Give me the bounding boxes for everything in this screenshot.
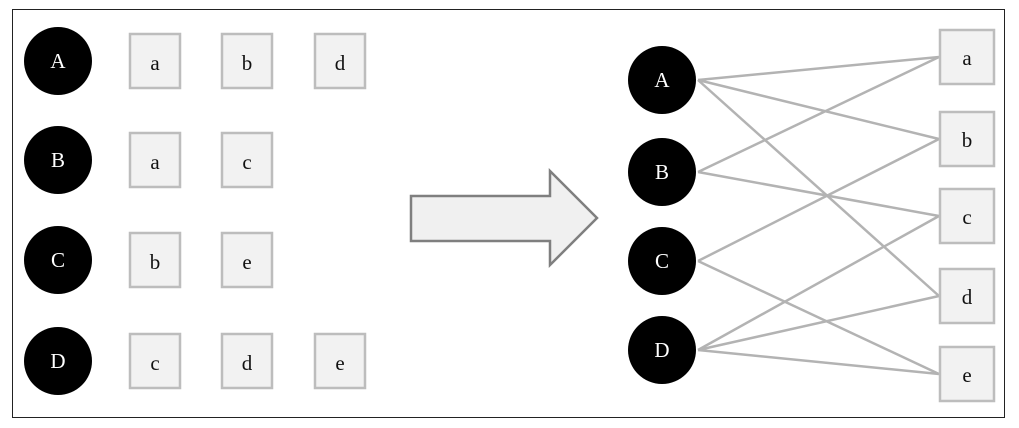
item-label: a <box>150 51 160 75</box>
item-label: e <box>242 250 251 274</box>
node-label: B <box>655 160 669 184</box>
edge-a-a <box>697 55 940 82</box>
node-circle <box>24 126 92 194</box>
item-label: c <box>150 351 159 375</box>
node-circle <box>24 27 92 95</box>
node-label: B <box>51 148 65 172</box>
item-box <box>938 345 996 403</box>
graph-node-b: B <box>628 138 696 206</box>
graph-node-d: D <box>628 316 696 384</box>
graph-items: a b c d e <box>938 28 996 403</box>
item-box <box>128 332 182 390</box>
edge-d-e <box>697 348 940 376</box>
graph-item-e: e <box>938 345 996 403</box>
graph-nodes: A B C D <box>628 46 696 384</box>
edge-a-b <box>697 78 940 141</box>
edge-c-b <box>697 137 940 263</box>
item-box <box>128 32 182 90</box>
item-label: e <box>962 363 971 387</box>
graph-item-b: b <box>938 110 996 168</box>
item-box <box>220 32 274 90</box>
node-circle <box>628 316 696 384</box>
node-circle <box>628 46 696 114</box>
bipartite-graph-panel: A B C D a b c d e <box>628 28 996 403</box>
graph-item-c: c <box>938 187 996 245</box>
item-box <box>220 231 274 289</box>
graph-node-c: C <box>628 227 696 295</box>
item-label: b <box>150 250 161 274</box>
node-label: A <box>654 68 670 92</box>
item-label: c <box>962 205 971 229</box>
node-circle <box>24 327 92 395</box>
edge-a-d <box>697 79 940 297</box>
item-box <box>128 131 182 189</box>
item-label: a <box>150 150 160 174</box>
edges <box>697 55 940 376</box>
item-box <box>938 267 996 325</box>
node-label: D <box>654 338 669 362</box>
edge-d-c <box>697 214 940 352</box>
item-label: b <box>962 128 973 152</box>
item-box <box>220 332 274 390</box>
transform-arrow <box>409 167 599 269</box>
item-box <box>938 187 996 245</box>
node-circle <box>628 227 696 295</box>
node-label: C <box>655 249 669 273</box>
edge-c-e <box>697 259 940 376</box>
item-label: d <box>962 285 973 309</box>
item-label: b <box>242 51 253 75</box>
edge-b-a <box>697 55 940 174</box>
item-label: d <box>242 351 253 375</box>
item-label: a <box>962 46 972 70</box>
item-box <box>220 131 274 189</box>
node-label: D <box>50 349 65 373</box>
item-label: c <box>242 150 251 174</box>
item-box <box>313 32 367 90</box>
graph-item-a: a <box>938 28 996 86</box>
item-box <box>313 332 367 390</box>
item-box <box>128 231 182 289</box>
item-label: d <box>335 51 346 75</box>
node-circle <box>24 226 92 294</box>
item-box <box>938 110 996 168</box>
edge-d-d <box>697 294 940 352</box>
node-label: C <box>51 248 65 272</box>
item-box <box>938 28 996 86</box>
edge-b-c <box>697 170 940 218</box>
graph-node-a: A <box>628 46 696 114</box>
node-circle <box>628 138 696 206</box>
graph-item-d: d <box>938 267 996 325</box>
item-label: e <box>335 351 344 375</box>
node-label: A <box>50 49 66 73</box>
